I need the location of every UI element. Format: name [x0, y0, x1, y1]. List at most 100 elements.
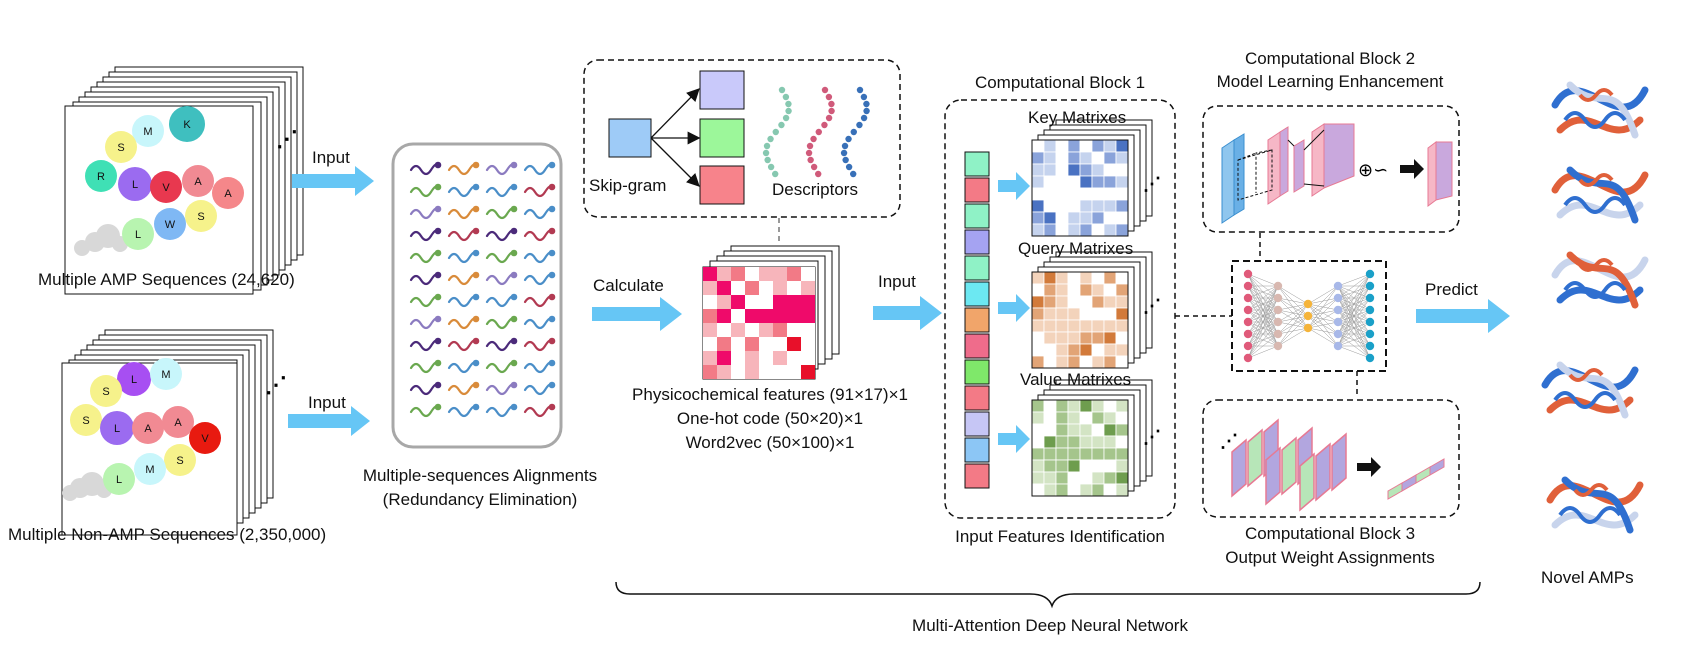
computational-block-2: ⊕∽: [1202, 105, 1460, 233]
amino-acid-bubble: [117, 362, 151, 396]
amino-acid-letter: M: [161, 369, 170, 381]
amino-acid-letter: A: [174, 417, 182, 429]
amino-acid-letter: S: [82, 415, 89, 427]
non-amp-caption: Multiple Non-AMP Sequences (2,350,000): [8, 525, 327, 544]
svg-text:⋰: ⋰: [1143, 174, 1161, 194]
kqv-matrices: [1031, 119, 1153, 497]
descriptor-beads: [762, 86, 870, 178]
feature-grid: [703, 267, 815, 379]
block1-title: Computational Block 1: [974, 73, 1146, 92]
computational-block-1: ⋰ ⋰ ⋰: [944, 99, 1176, 519]
block3-title-line1: Computational Block 3: [1244, 524, 1416, 543]
msa-caption-line1: Multiple-sequences Alignments: [362, 466, 598, 485]
skipgram-label: Skip-gram: [589, 176, 667, 195]
amino-acid-letter: A: [144, 423, 152, 435]
amino-acid-bubble: [182, 165, 214, 197]
query-matrixes-label: Query Matrixes: [1018, 239, 1134, 258]
feature-matrix-stack: [702, 245, 840, 380]
amino-acid-bubble: [150, 358, 182, 390]
block1-caption: Input Features Identification: [955, 527, 1165, 546]
input-label-top: Input: [312, 148, 350, 167]
calculate-label: Calculate: [593, 276, 664, 295]
msa-squiggles: [409, 161, 556, 418]
amino-acid-letter: S: [176, 455, 183, 467]
svg-text:⋰: ⋰: [1143, 427, 1161, 447]
amino-acid-bubble: [118, 167, 152, 201]
calculate-arrow: [592, 297, 682, 331]
amino-acid-letter: M: [143, 126, 152, 138]
predict-label: Predict: [1425, 280, 1478, 299]
features-line2: One-hot code (50×20)×1: [676, 409, 864, 428]
key-matrixes-label: Key Matrixes: [1028, 108, 1127, 127]
amino-acid-bubble: [154, 208, 186, 240]
value-matrixes-label: Value Matrixes: [1020, 370, 1132, 389]
msa-caption-line2: (Redundancy Elimination): [382, 490, 578, 509]
block2-title-line1: Computational Block 2: [1244, 49, 1416, 68]
amino-acid-bubble: [212, 177, 244, 209]
amino-acid-letter: K: [183, 119, 191, 131]
embedding-box: [583, 59, 901, 218]
ellipsis-icon: ⋰: [265, 372, 287, 397]
network-brace: [615, 581, 1481, 609]
amino-acid-letter: V: [162, 182, 170, 194]
amino-acid-bubble: [85, 160, 117, 192]
amino-acid-bubble: [122, 218, 154, 250]
amino-acid-bubble: [132, 412, 164, 444]
descriptors-label: Descriptors: [772, 180, 858, 199]
amino-acid-letter: V: [201, 433, 209, 445]
amino-acid-bubble: [100, 411, 134, 445]
input-arrow-top: [292, 166, 374, 196]
protein-structures: [1541, 81, 1649, 534]
network-name: Multi-Attention Deep Neural Network: [912, 616, 1188, 635]
amino-acid-letter: L: [116, 474, 122, 486]
amino-acid-letter: M: [145, 464, 154, 476]
amino-acid-letter: L: [114, 423, 120, 435]
amino-acid-letter: W: [165, 219, 176, 231]
amino-acid-bubble: [169, 106, 205, 142]
computational-block-3: ⋰: [1202, 399, 1460, 518]
svg-text:⋰: ⋰: [1220, 431, 1238, 451]
non-amp-sequence-stack: L M S S L A A V S M L ⋰: [61, 329, 287, 536]
input-label-mid: Input: [878, 272, 916, 291]
amino-acid-bubble: [90, 375, 122, 407]
predict-arrow: [1416, 299, 1510, 333]
amino-acid-bubble: [150, 171, 182, 203]
amino-acid-letter: A: [194, 176, 202, 188]
novel-amps-label: Novel AMPs: [1541, 568, 1634, 587]
amino-acid-bubble: [134, 453, 166, 485]
features-line1: Physicochemical features (91×17)×1: [632, 385, 908, 404]
feature-column: [964, 151, 990, 489]
amp-caption: Multiple AMP Sequences (24,620): [38, 270, 295, 289]
amino-acid-letter: A: [224, 188, 232, 200]
amino-acid-bubble: [185, 200, 217, 232]
input-arrow-bottom: [288, 406, 370, 436]
amino-acid-letter: S: [197, 211, 204, 223]
block3-title-line2: Output Weight Assignments: [1225, 548, 1435, 567]
amino-acid-letter: S: [117, 142, 124, 154]
amino-acid-bubble: [162, 406, 194, 438]
block2-title-line2: Model Learning Enhancement: [1216, 72, 1444, 91]
svg-text:⋰: ⋰: [1143, 296, 1161, 316]
input-arrow-mid: [873, 296, 942, 330]
amino-acid-letter: L: [135, 229, 141, 241]
amino-acid-bubble: [105, 131, 137, 163]
amp-sequence-stack: K M S R L V A A S W L ⋰: [64, 66, 304, 295]
amino-acid-letter: L: [132, 179, 138, 191]
amino-acid-bubble: [189, 422, 221, 454]
amino-acid-letter: R: [97, 171, 105, 183]
amino-acid-bubble: [70, 404, 102, 436]
msa-panel: [391, 142, 563, 449]
amino-acid-bubble: [103, 463, 135, 495]
svg-text:⊕∽: ⊕∽: [1358, 160, 1388, 181]
ellipsis-icon: ⋰: [276, 126, 298, 151]
neural-network: [1231, 260, 1387, 372]
features-line3: Word2vec (50×100)×1: [685, 433, 855, 452]
amino-acid-bubble: [164, 444, 196, 476]
amino-acid-bubble: [132, 115, 164, 147]
non-amp-bubbles: L M S S L A A V S M L: [62, 358, 221, 501]
amp-bubbles: K M S R L V A A S W L: [74, 106, 244, 256]
amino-acid-letter: L: [131, 374, 137, 386]
input-label-bottom: Input: [308, 393, 346, 412]
amino-acid-letter: S: [102, 386, 109, 398]
